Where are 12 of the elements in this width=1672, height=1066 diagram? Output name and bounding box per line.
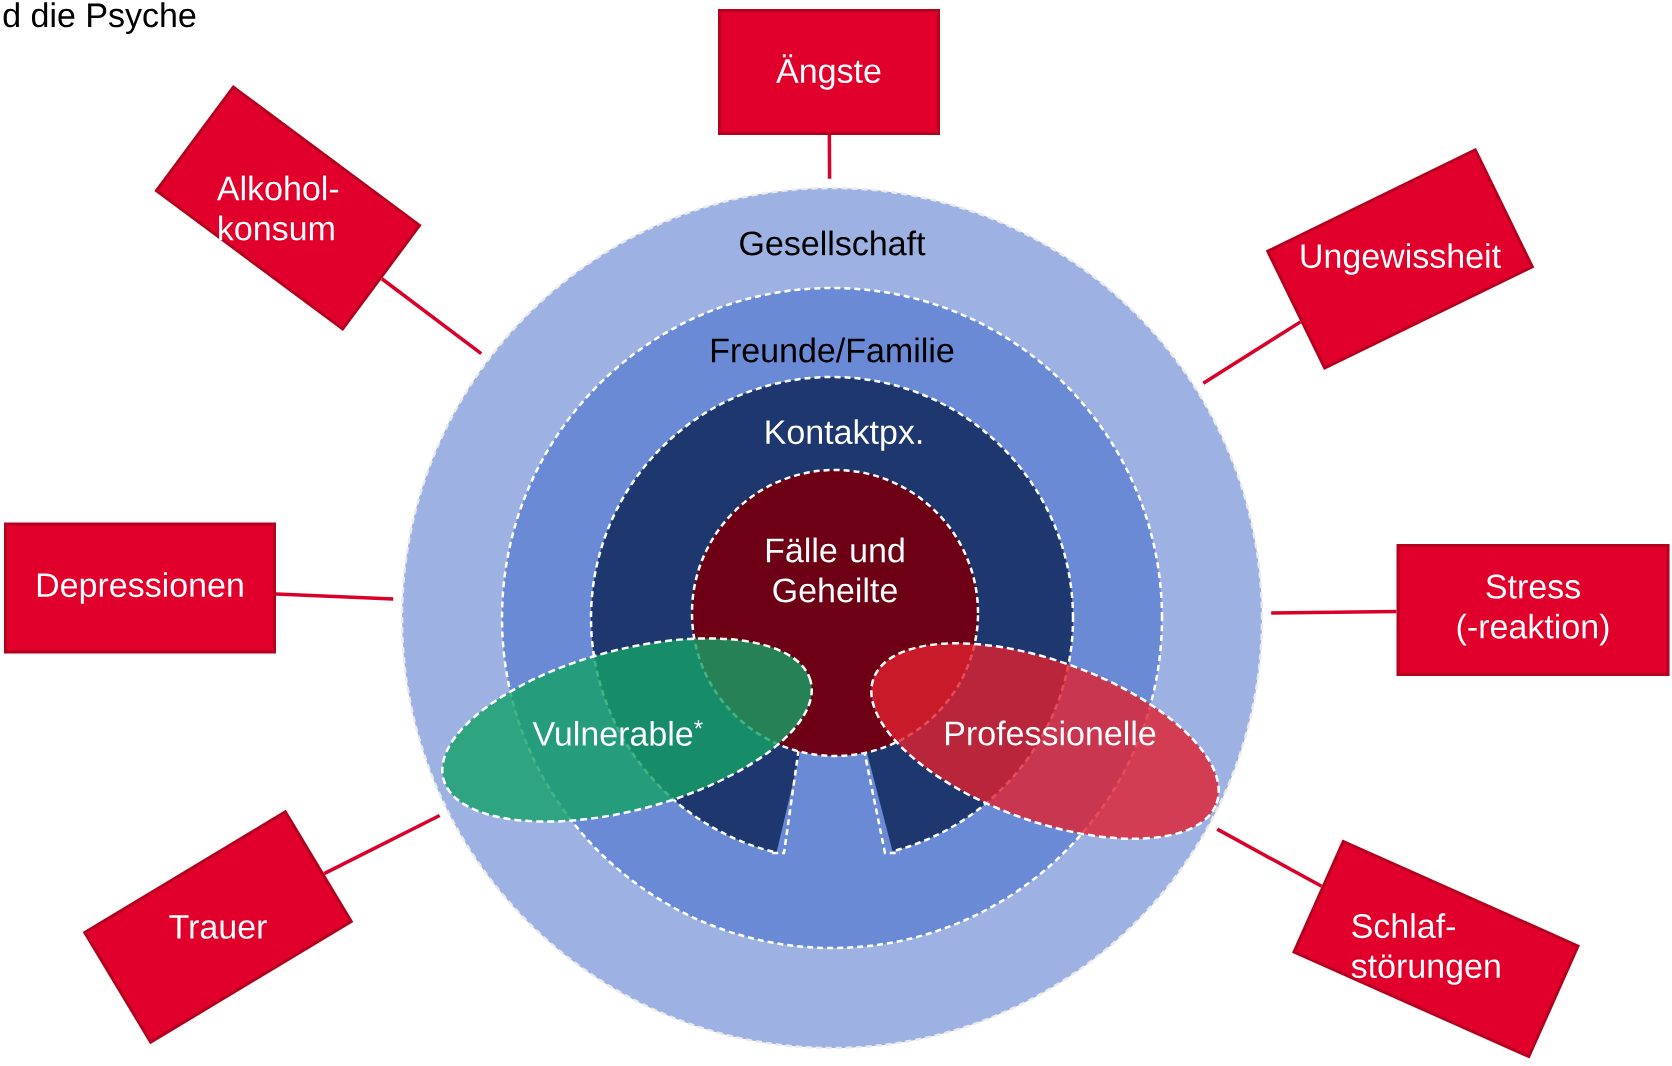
connector-line: [323, 813, 441, 876]
connector-line: [380, 277, 483, 356]
issue-box: Schlaf- störungen: [1292, 839, 1580, 1059]
connector-line: [1216, 827, 1323, 888]
connector-line: [1202, 320, 1302, 385]
title: d die Psyche: [3, 2, 196, 35]
connector-line: [1271, 609, 1397, 615]
issue-box: Ängste: [718, 9, 940, 135]
connector-line: [827, 135, 832, 179]
issue-box: Stress (-reaktion): [1396, 544, 1670, 676]
connector-line: [275, 592, 394, 601]
issue-box: Depressionen: [4, 522, 276, 654]
